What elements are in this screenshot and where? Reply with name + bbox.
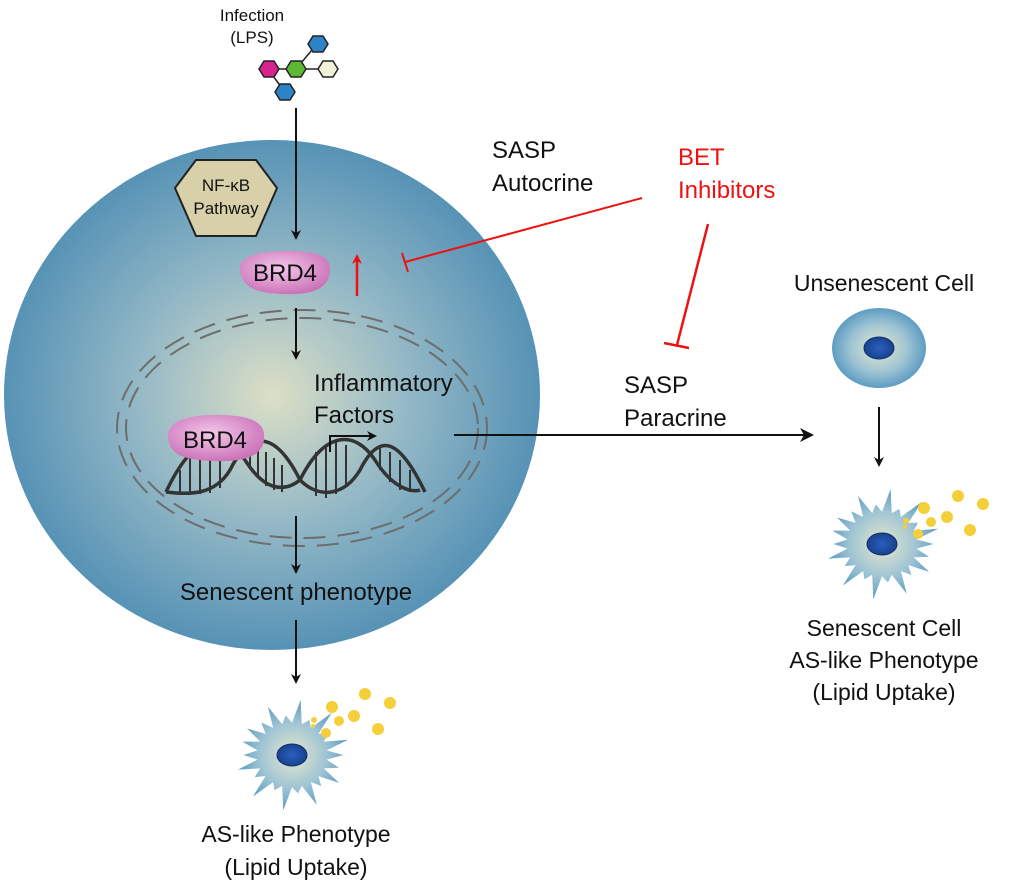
nfkb-pathway-label: Pathway	[193, 199, 259, 218]
sasp-autocrine-label: Autocrine	[492, 170, 593, 197]
autocrine-inhibition-line	[401, 197, 643, 273]
senescent-cell-body	[4, 140, 540, 650]
lipid-droplets-bottom	[311, 688, 396, 738]
paracrine-inhibition-line	[663, 223, 710, 350]
cell-nucleus	[276, 743, 308, 767]
sasp-paracrine-sasp-label: SASP	[624, 372, 688, 399]
infection-label: Infection	[220, 6, 284, 25]
lps-molecule-icon	[258, 35, 339, 101]
as-like-phenotype-right-label: AS-like Phenotype	[789, 647, 978, 673]
inflammatory-label: Inflammatory	[314, 370, 453, 397]
senescent-cell-right-icon	[828, 489, 939, 600]
cell-nucleus	[866, 532, 898, 556]
brd4-protein-top	[239, 250, 331, 295]
lipid-uptake-bottom-label: (Lipid Uptake)	[224, 854, 367, 880]
sasp-autocrine-sasp-label: SASP	[492, 137, 556, 164]
brd4-top-label: BRD4	[253, 260, 317, 287]
lps-label: (LPS)	[230, 28, 273, 47]
unsenescent-cell-label: Unsenescent Cell	[794, 270, 974, 296]
brd4-protein-dna-bound	[167, 414, 265, 462]
factors-label: Factors	[314, 402, 394, 429]
bet-label: BET	[678, 144, 725, 171]
nfkb-label: NF-κB	[202, 176, 250, 195]
nfkb-pathway-hexagon	[173, 159, 279, 237]
inhibitors-label: Inhibitors	[678, 177, 775, 204]
as-like-phenotype-bottom-label: AS-like Phenotype	[201, 821, 390, 847]
sasp-paracrine-label: Paracrine	[624, 405, 727, 432]
brd4-dna-label: BRD4	[183, 427, 247, 454]
senescent-phenotype-label: Senescent phenotype	[180, 579, 412, 606]
senescent-cell-right-label: Senescent Cell	[807, 615, 962, 641]
nucleus-membrane	[116, 309, 488, 547]
unsenescent-cell-icon	[832, 308, 926, 388]
transcription-start-arrow	[329, 431, 377, 452]
lipid-droplets-right	[903, 490, 989, 539]
lipid-uptake-right-label: (Lipid Uptake)	[812, 679, 955, 705]
senescent-cell-bottom-icon	[238, 700, 349, 811]
